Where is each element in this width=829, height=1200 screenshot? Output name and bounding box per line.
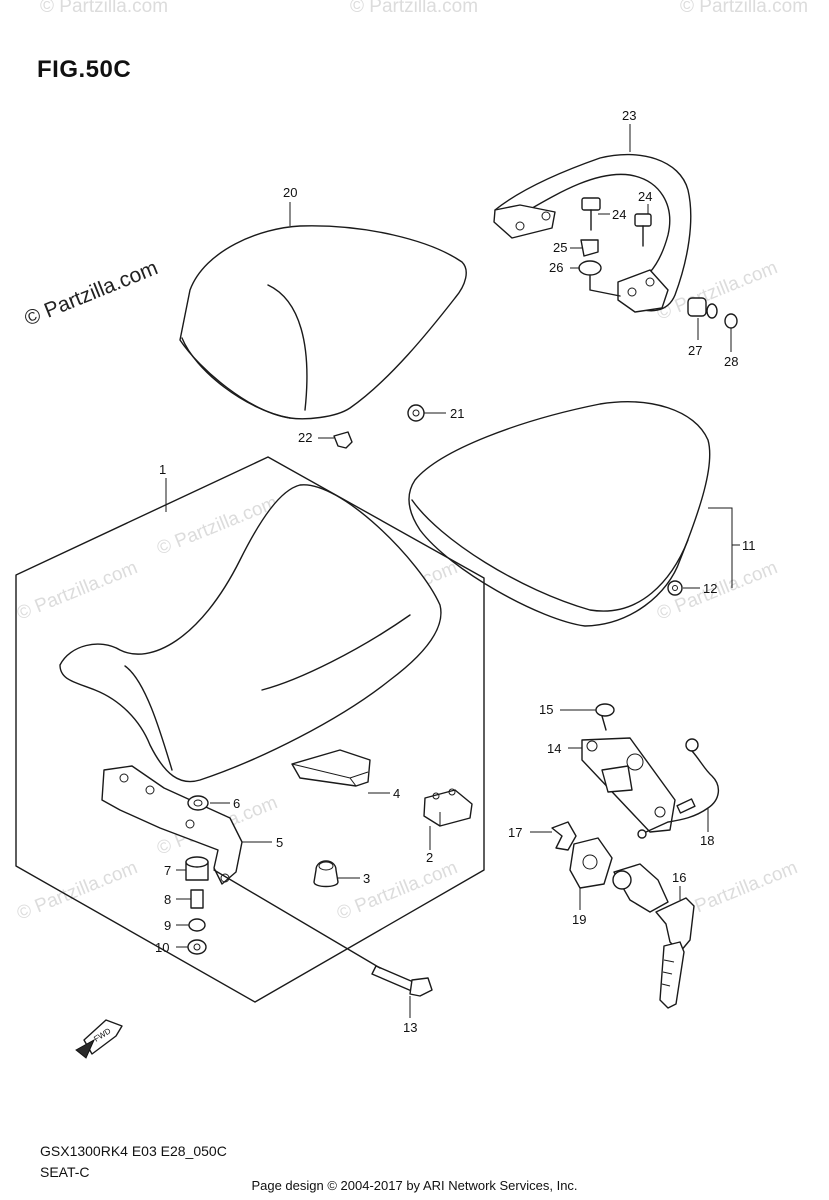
pillion-seat-11 [408, 401, 711, 627]
seat-cowl-20 [179, 225, 467, 420]
lock-key-16 [612, 863, 695, 1009]
spring-17 [551, 821, 577, 851]
callout-22: 22 [298, 430, 312, 445]
lock-base-14 [581, 737, 676, 833]
callout-25: 25 [553, 240, 567, 255]
screw-15 [595, 703, 615, 731]
callout-3: 3 [363, 871, 370, 886]
callout-1: 1 [159, 462, 166, 477]
callout-14: 14 [547, 741, 561, 756]
watermark-main: © Partzilla.com [21, 256, 161, 330]
callout-24b: 24 [638, 189, 652, 204]
lock-plate-19 [569, 837, 613, 889]
callout-27: 27 [688, 343, 702, 358]
leader-lines [165, 124, 740, 1018]
callout-11: 11 [742, 538, 756, 553]
cable-18 [637, 738, 719, 839]
watermark-low-1: © Partzilla.com [14, 857, 141, 924]
bracket-5 [101, 765, 243, 885]
callout-18: 18 [700, 833, 714, 848]
callout-5: 5 [276, 835, 283, 850]
watermark-top-right: © Partzilla.com [680, 0, 808, 17]
watermark-top-left: © Partzilla.com [40, 0, 168, 17]
grab-rail-23 [493, 153, 692, 313]
callout-15: 15 [539, 702, 553, 717]
callout-2: 2 [426, 850, 433, 865]
figure-code: GSX1300RK4 E03 E28_050C [40, 1143, 227, 1159]
main-seat-1 [59, 484, 442, 783]
callout-21: 21 [450, 406, 464, 421]
callout-23: 23 [622, 108, 636, 123]
bolt-13 [213, 869, 433, 997]
hardware-21-22 [333, 404, 425, 449]
callout-9: 9 [164, 918, 171, 933]
damper-2 [423, 788, 473, 827]
footer-credit: Page design © 2004-2017 by ARI Network S… [251, 1178, 578, 1193]
seat-assembly-box-1 [15, 456, 485, 1003]
callout-4: 4 [393, 786, 400, 801]
callout-19: 19 [572, 912, 586, 927]
callout-16: 16 [672, 870, 686, 885]
watermark-top-center: © Partzilla.com [350, 0, 478, 17]
forward-arrow-icon: FWD [75, 1019, 123, 1059]
callout-20: 20 [283, 185, 297, 200]
callout-6: 6 [233, 796, 240, 811]
callout-13: 13 [403, 1020, 417, 1035]
callout-numbers: 20 23 24 24 25 26 27 28 21 22 1 11 12 6 … [155, 108, 756, 1035]
callout-7: 7 [164, 863, 171, 878]
callout-12: 12 [703, 581, 717, 596]
callout-24a: 24 [612, 207, 626, 222]
callout-17: 17 [508, 825, 522, 840]
grommet-3 [313, 860, 339, 888]
callout-26: 26 [549, 260, 563, 275]
callout-10: 10 [155, 940, 169, 955]
figure-subtitle: SEAT-C [40, 1164, 90, 1180]
figure-title: FIG.50C [37, 56, 132, 83]
pad-4 [291, 749, 371, 787]
watermark-low-2: © Partzilla.com [334, 857, 461, 924]
callout-8: 8 [164, 892, 171, 907]
hardware-24-28 [578, 197, 738, 329]
callout-28: 28 [724, 354, 738, 369]
